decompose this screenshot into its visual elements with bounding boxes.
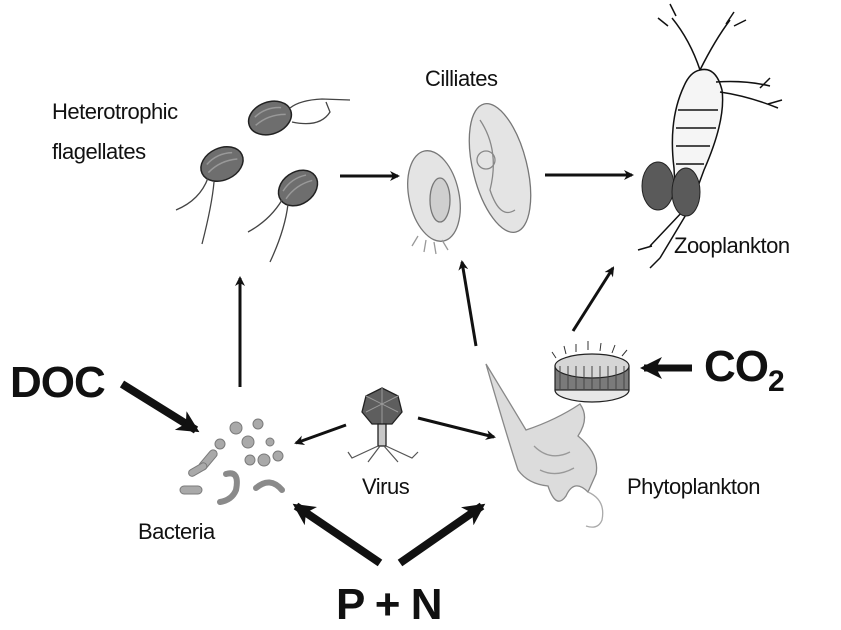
flagellate-icon [176,95,350,262]
virus-icon [348,388,418,462]
ciliate-icon [400,97,542,254]
label-flagellates: flagellates [52,139,146,165]
arrow-diatom-to-zooplankton [573,268,613,331]
label-co2-main: CO [704,342,768,391]
arrow-virus-to-bacteria [296,425,346,443]
label-ciliates: Cilliates [425,66,498,92]
arrow-phyto-to-ciliates [462,262,476,346]
arrow-doc-to-bacteria [122,384,196,430]
bacteria-icon [180,419,283,502]
arrow-pn-to-phytoplankton [400,506,482,563]
label-zooplankton: Zooplankton [674,233,790,259]
label-heterotrophic: Heterotrophic [52,99,178,125]
label-co2: CO2 [704,342,784,399]
arrow-virus-to-phytoplankton [418,418,494,437]
label-doc: DOC [10,358,105,408]
label-bacteria: Bacteria [138,519,215,545]
arrow-pn-to-bacteria [296,506,380,563]
label-p-plus-n: P + N [336,580,441,630]
diatom-icon [552,341,629,402]
copepod-icon [638,4,782,268]
label-virus: Virus [362,474,409,500]
label-phytoplankton: Phytoplankton [627,474,760,500]
label-co2-subscript: 2 [768,365,784,398]
